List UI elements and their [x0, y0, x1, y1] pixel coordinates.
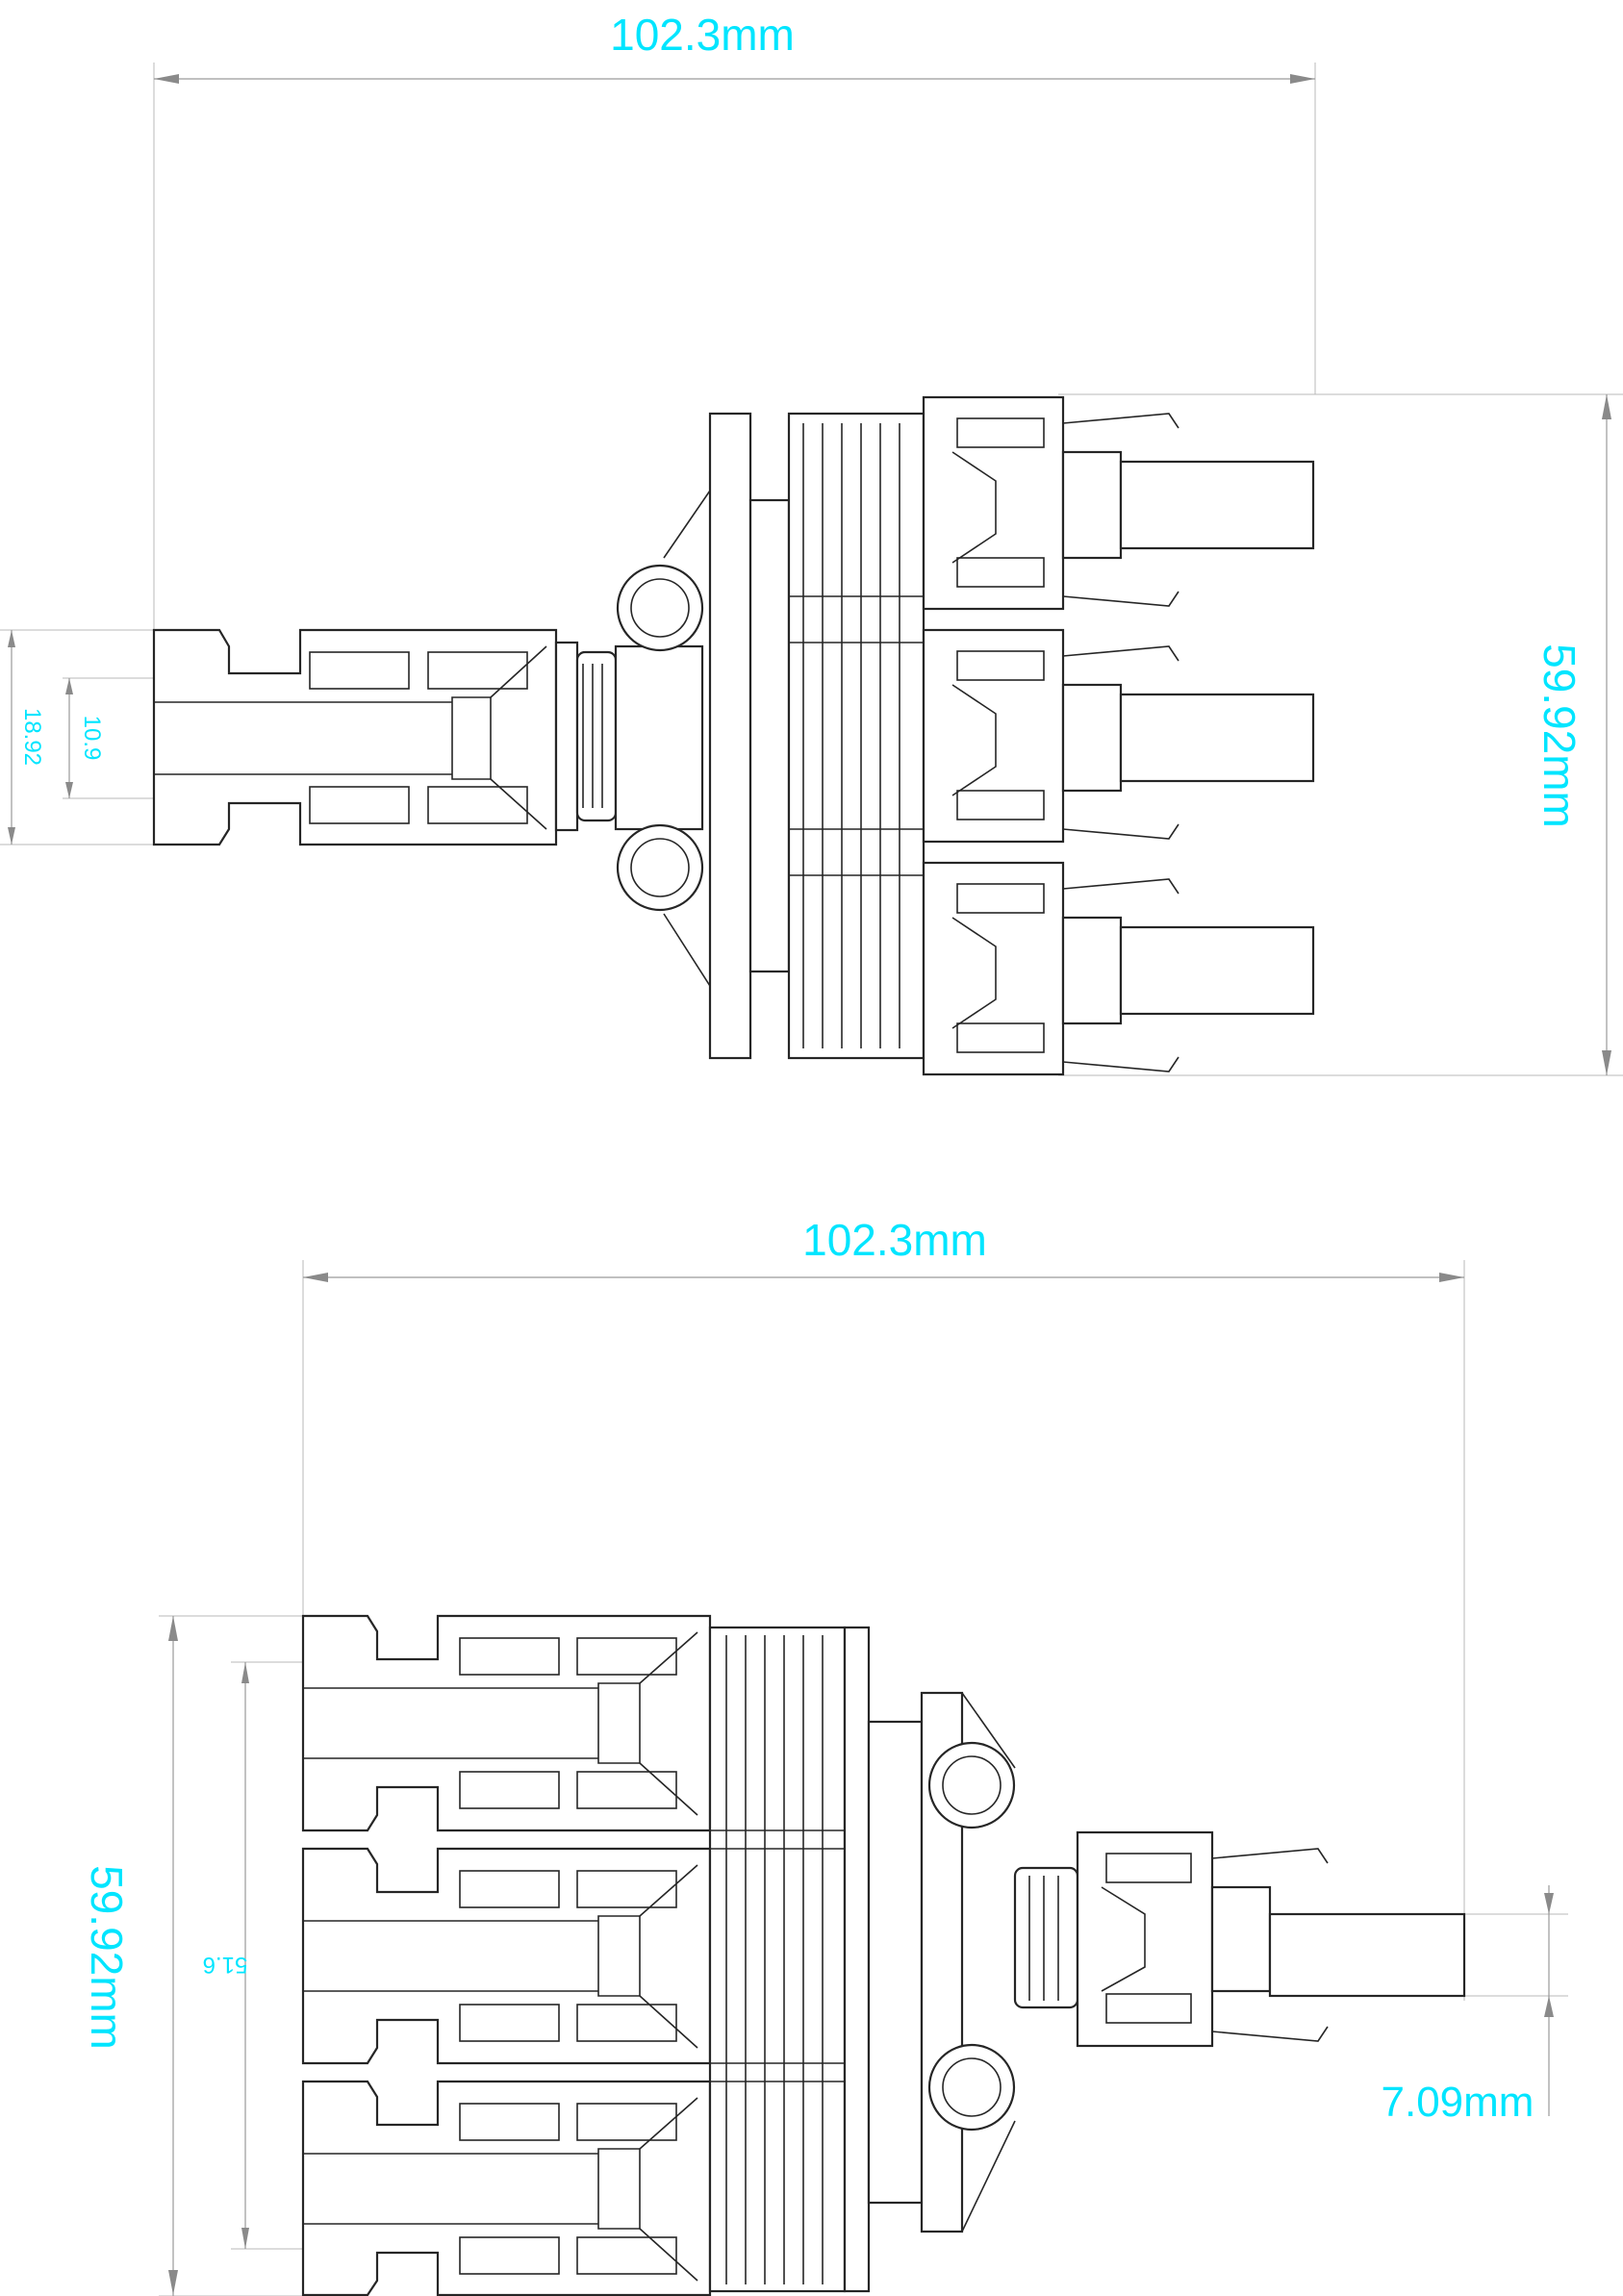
- bottom-pin-dimension: 7.09mm: [1382, 1885, 1568, 2126]
- bottom-input-plug-1: [301, 1614, 712, 1832]
- top-height-label: 59.92mm: [1534, 643, 1585, 828]
- top-outer-dimension: 18.92: [0, 629, 154, 845]
- top-mounting-lug-lower: [616, 823, 711, 989]
- bottom-pitch-dimension: 51.6: [203, 1661, 303, 2250]
- bottom-width-dimension: 102.3mm: [302, 1215, 1465, 2001]
- top-branch-body: [708, 412, 926, 1060]
- bottom-mounting-lug-lower: [927, 2043, 1016, 2233]
- bottom-pitch-label: 51.6: [203, 1952, 248, 1978]
- top-inner-label: 10.9: [79, 716, 105, 761]
- bottom-input-plug-2: [301, 1847, 712, 2065]
- top-height-dimension: 59.92mm: [1058, 393, 1623, 1076]
- top-input-plug: [152, 628, 704, 846]
- top-input-nut-ribs: [575, 650, 618, 822]
- bottom-body-ribs: [725, 1635, 824, 2284]
- top-outer-label: 18.92: [19, 708, 45, 766]
- top-width-dimension: 102.3mm: [153, 10, 1316, 635]
- bottom-branch-body: [708, 1626, 964, 2293]
- bottom-output-socket: [1013, 1830, 1466, 2048]
- top-width-label: 102.3mm: [610, 10, 795, 60]
- top-mounting-lug-upper: [616, 488, 711, 652]
- top-inner-dimension: 10.9: [63, 677, 154, 799]
- top-output-socket-3: [922, 861, 1315, 1076]
- bottom-height-label: 59.92mm: [82, 1865, 132, 2050]
- bottom-height-dimension: 59.92mm: [82, 1615, 303, 2296]
- bottom-pin-label: 7.09mm: [1382, 2079, 1534, 2126]
- top-output-socket-1: [922, 395, 1315, 611]
- bottom-mounting-lug-upper: [927, 1692, 1016, 1829]
- bottom-input-plug-3: [301, 2080, 712, 2296]
- top-body-ribs: [802, 423, 900, 1048]
- bottom-width-label: 102.3mm: [802, 1215, 987, 1265]
- top-output-socket-2: [922, 628, 1315, 844]
- top-view: 102.3mm 59.92mm 18.92 10.9: [0, 10, 1623, 1076]
- bottom-view: 102.3mm 59.92mm 51.6 7.09mm: [82, 1215, 1568, 2296]
